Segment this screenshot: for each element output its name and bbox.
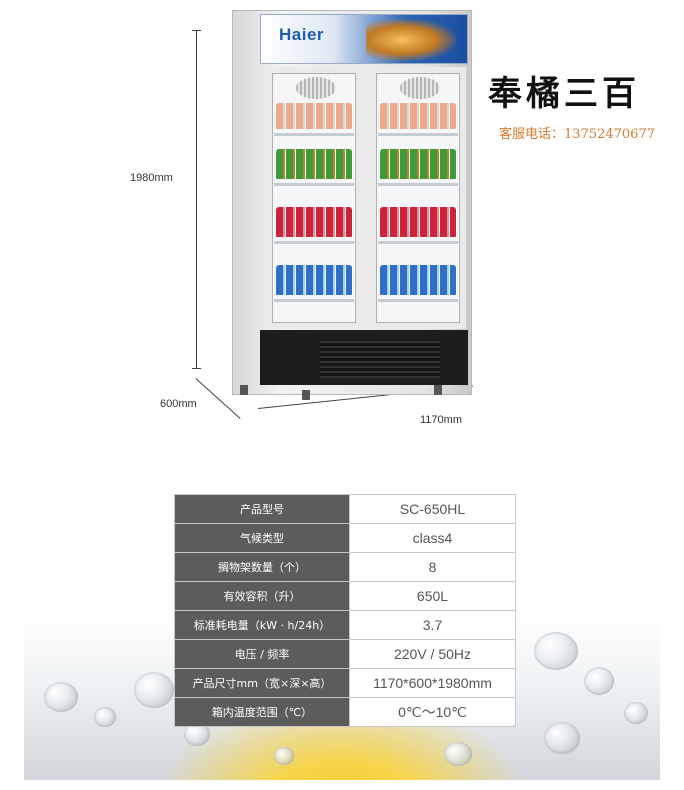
bubble [274,747,294,765]
spec-label: 气候类型 [174,523,350,553]
bottle-row [380,103,456,129]
vent-grille [320,340,440,378]
table-row: 箱内温度范围（℃）0℃～10℃ [174,697,516,727]
spec-label: 标准耗电量（kW · h/24h） [174,610,350,640]
table-row: 搁物架数量（个）8 [174,552,516,582]
fan-icon [296,77,336,99]
service-phone: 13752470677 [564,127,655,142]
bottle-row [380,207,456,237]
table-row: 标准耗电量（kW · h/24h）3.7 [174,610,516,640]
height-dimension-tick-bottom [192,368,201,369]
right-glass-door [370,67,466,329]
shelf [378,133,458,136]
fridge-foot [240,385,248,395]
seller-logo: 奉橘三百 [488,74,640,114]
spec-label: 搁物架数量（个） [174,552,350,582]
service-line: 客服电话：13752470677 [499,123,655,142]
spec-label: 电压 / 频率 [174,639,350,669]
shelf [274,241,354,244]
shelf [378,241,458,244]
bubble [534,632,578,670]
bubble [584,667,614,695]
header-splash-graphic [366,19,456,61]
fridge-foot [434,385,442,395]
shelf [378,183,458,186]
left-glass-door [266,67,362,329]
shelf [378,299,458,302]
shelf [274,183,354,186]
bottle-row [276,207,352,237]
spec-label: 有效容积（升） [174,581,350,611]
bubble [544,722,580,754]
bottle-row [276,265,352,295]
spec-value: 650L [349,581,516,611]
fridge-foot [302,390,310,400]
bubble [44,682,78,712]
bubble [94,707,116,727]
spec-value: 8 [349,552,516,582]
height-dimension-line [196,30,197,368]
service-label: 客服电话： [499,127,565,142]
brand-logo: Haier [279,25,325,44]
depth-dimension-label: 600mm [160,398,197,410]
height-dimension-tick-top [192,30,201,31]
shelf [274,299,354,302]
spec-label: 产品型号 [174,494,350,524]
display-fridge-image: Haier [232,10,472,400]
bottle-row [380,265,456,295]
spec-value: 0℃～10℃ [349,697,516,727]
fan-icon [400,77,440,99]
fridge-base [260,330,468,385]
spec-label: 箱内温度范围（℃） [174,697,350,727]
table-row: 产品尺寸mm（宽×深×高）1170*600*1980mm [174,668,516,698]
spec-value: 1170*600*1980mm [349,668,516,698]
spec-value: 220V / 50Hz [349,639,516,669]
bottle-row [276,103,352,129]
width-dimension-label: 1170mm [420,414,462,426]
height-dimension-label: 1980mm [130,172,173,184]
spec-label: 产品尺寸mm（宽×深×高） [174,668,350,698]
spec-value: class4 [349,523,516,553]
bottle-row [380,149,456,179]
shelf [274,133,354,136]
spec-value: SC-650HL [349,494,516,524]
bubble [444,742,472,766]
fridge-header-panel: Haier [260,14,468,64]
spec-value: 3.7 [349,610,516,640]
bubble [624,702,648,724]
bottle-row [276,149,352,179]
table-row: 有效容积（升）650L [174,581,516,611]
bubble [134,672,174,708]
